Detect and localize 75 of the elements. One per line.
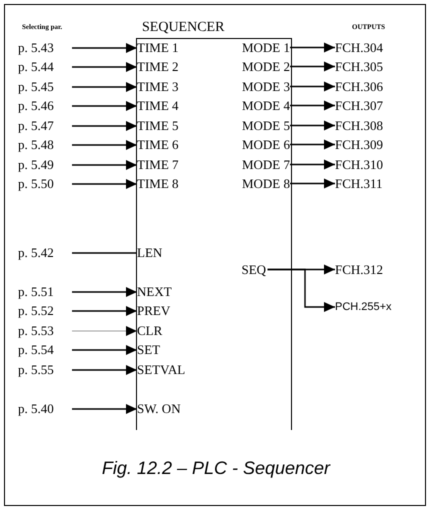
pin-label: NEXT (137, 284, 197, 300)
arrow (290, 160, 335, 170)
parameter-label: p. 5.50 (18, 176, 72, 192)
arrow (72, 365, 137, 375)
connector-line (72, 252, 137, 254)
pin-label: LEN (137, 244, 177, 260)
pin-label: TIME 2 (137, 58, 197, 74)
output-label: FCH.308 (335, 118, 397, 134)
parameter-label: p. 5.40 (18, 401, 72, 417)
pin-label: TIME 4 (137, 98, 197, 114)
pin-label: PREV (137, 302, 197, 318)
parameter-label: p. 5.51 (18, 284, 72, 300)
parameter-label: p. 5.47 (18, 118, 72, 134)
parameter-label: p. 5.53 (18, 323, 72, 339)
parameter-label: p. 5.44 (18, 59, 72, 75)
parameter-label: p. 5.52 (18, 303, 72, 319)
arrow (72, 101, 137, 111)
output-label: FCH.306 (335, 79, 397, 95)
parameter-label: p. 5.54 (18, 342, 72, 358)
pin-label: SW. ON (137, 400, 197, 416)
arrow (268, 268, 335, 312)
arrow (290, 82, 335, 92)
arrow (290, 100, 335, 110)
arrow (72, 62, 137, 72)
pin-label: SET (137, 342, 197, 358)
pin-label: TIME 3 (137, 78, 197, 94)
parameter-label: p. 5.55 (18, 362, 72, 378)
parameter-label: p. 5.45 (18, 79, 72, 95)
block-title: SEQUENCER (142, 20, 224, 36)
output-label: FCH.305 (335, 59, 397, 75)
arrow (290, 178, 335, 188)
output-label: FCH.309 (335, 137, 397, 153)
parameter-label: p. 5.48 (18, 137, 72, 153)
parameter-label: p. 5.46 (18, 98, 72, 114)
output-label: FCH.304 (335, 40, 397, 56)
output-label: FCH.310 (335, 157, 397, 173)
output-label: PCH.255+x (335, 299, 405, 315)
parameter-label: p. 5.42 (18, 245, 72, 261)
arrow (72, 404, 137, 414)
arrow (290, 62, 335, 72)
arrow (72, 326, 138, 336)
arrow (72, 43, 137, 53)
output-label: FCH.312 (335, 262, 397, 278)
pin-label: MODE 4 (228, 98, 290, 114)
output-label: FCH.311 (335, 176, 397, 192)
pin-label: TIME 8 (137, 176, 197, 192)
pin-label: MODE 5 (228, 118, 290, 134)
pin-label: TIME 1 (137, 40, 197, 56)
arrow (72, 345, 137, 355)
pin-label: MODE 3 (228, 78, 290, 94)
pin-label: MODE 8 (228, 176, 290, 192)
arrow (72, 306, 137, 316)
arrow (72, 287, 137, 297)
pin-label: MODE 7 (228, 156, 290, 172)
arrow (72, 179, 137, 189)
pin-label: MODE 2 (228, 58, 290, 74)
arrow (72, 82, 137, 92)
pin-label: MODE 6 (228, 136, 290, 152)
pin-label: TIME 5 (137, 118, 197, 134)
arrow (290, 140, 335, 150)
arrow (72, 140, 137, 150)
arrow (290, 120, 335, 130)
pin-label: SEQ (242, 262, 268, 278)
output-label: FCH.307 (335, 98, 397, 114)
arrow (72, 121, 137, 131)
parameter-label: p. 5.43 (18, 40, 72, 56)
arrow (72, 160, 137, 170)
pin-label: TIME 7 (137, 156, 197, 172)
arrow (290, 42, 335, 52)
parameter-label: p. 5.49 (18, 157, 72, 173)
pin-label: SETVAL (137, 362, 197, 378)
pin-label: MODE 1 (228, 40, 290, 56)
pin-label: TIME 6 (137, 136, 197, 152)
pin-label: CLR (137, 322, 197, 338)
figure-caption: Fig. 12.2 – PLC - Sequencer (100, 457, 332, 479)
